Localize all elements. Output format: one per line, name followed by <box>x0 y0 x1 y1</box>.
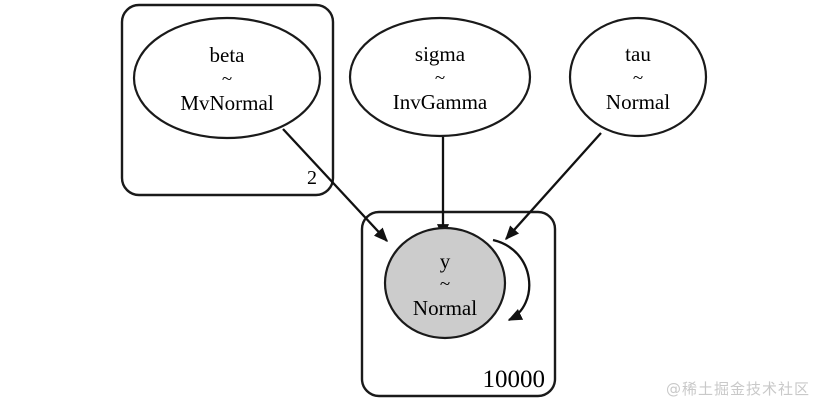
plate-y: 10000 <box>360 210 557 398</box>
node-tau-tilde: ~ <box>633 67 643 88</box>
node-y-distribution: Normal <box>413 296 477 320</box>
node-y-shape[interactable] <box>383 226 507 340</box>
node-beta-distribution: MvNormal <box>180 91 273 115</box>
watermark-label: @稀土掘金技术社区 <box>665 380 810 398</box>
node-beta-tilde: ~ <box>222 68 232 89</box>
plate-y-label: 10000 <box>483 366 546 393</box>
node-y[interactable]: y ~ Normal <box>383 226 507 340</box>
node-y-tilde: ~ <box>440 273 450 294</box>
plate-beta-border <box>120 3 335 197</box>
edge-group: 2 <box>282 128 602 322</box>
plate-beta <box>120 3 335 197</box>
node-tau-distribution: Normal <box>606 90 670 114</box>
node-tau[interactable]: tau ~ Normal <box>568 16 708 138</box>
node-beta-name: beta <box>210 43 246 67</box>
node-beta-shape[interactable] <box>132 16 322 140</box>
edge-y-self-loop <box>492 238 531 322</box>
node-sigma-tilde: ~ <box>435 67 445 88</box>
node-tau-name: tau <box>625 42 651 66</box>
node-y-name: y <box>440 249 451 273</box>
edge-beta-to-y-label: 2 <box>307 167 317 189</box>
node-tau-shape[interactable] <box>568 16 708 138</box>
edge-beta-to-y <box>282 128 388 243</box>
node-sigma[interactable]: sigma ~ InvGamma <box>348 16 532 138</box>
node-sigma-name: sigma <box>415 42 466 66</box>
edge-tau-to-y <box>505 132 602 241</box>
node-beta[interactable]: beta ~ MvNormal <box>132 16 322 140</box>
plate-y-border <box>360 210 557 398</box>
node-sigma-distribution: InvGamma <box>393 90 488 114</box>
node-sigma-shape[interactable] <box>348 16 532 138</box>
